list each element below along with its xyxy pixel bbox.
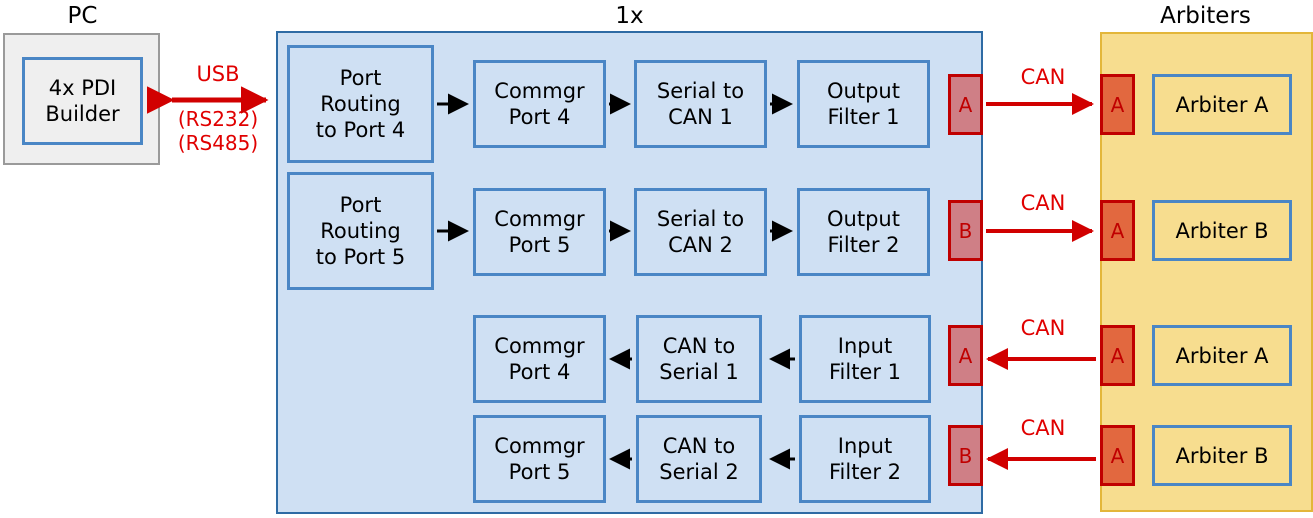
- rx-row-0-device-port-tab[interactable]: A: [948, 325, 983, 386]
- tx-row-1-serial-to-can-line1: Serial to: [656, 207, 745, 231]
- rx-row-1-can-to-serial[interactable]: CAN to Serial 2: [636, 415, 762, 503]
- pdi-builder-label-line2: Builder: [45, 102, 120, 126]
- tx-row-0-output-filter[interactable]: Output Filter 1: [797, 60, 930, 148]
- tx-row-1-output-filter-line2: Filter 2: [827, 233, 900, 257]
- section-title-pc: PC: [67, 3, 98, 29]
- tx-row-0-commgr-line1: Commgr: [494, 79, 585, 103]
- arbiter-row-2-port-tab[interactable]: A: [1100, 325, 1135, 386]
- rx-row-0-can-to-serial-line1: CAN to: [662, 334, 736, 358]
- tx-row-0-output-filter-line1: Output: [827, 79, 900, 103]
- rx-row-1-link-label: CAN: [1020, 416, 1066, 440]
- arbiter-row-0-port-label: A: [1110, 92, 1125, 117]
- tx-row-1-port-routing-line3: to Port 5: [315, 245, 406, 269]
- rx-row-0-commgr-line1: Commgr: [494, 334, 585, 358]
- tx-row-0-commgr-line2: Port 4: [508, 105, 571, 129]
- rx-row-1-commgr-line2: Port 5: [508, 460, 571, 484]
- arbiter-row-1-port-tab[interactable]: A: [1100, 200, 1135, 261]
- rx-row-1-can-to-serial-line2: Serial 2: [659, 460, 739, 484]
- arbiter-row-1-label: Arbiter B: [1175, 218, 1269, 243]
- tx-row-1-serial-to-can-line2: CAN 2: [668, 233, 733, 257]
- arbiter-row-0-label: Arbiter A: [1175, 92, 1269, 117]
- tx-row-0-port-routing-line3: to Port 4: [315, 118, 406, 142]
- rx-row-1-device-port-tab[interactable]: B: [948, 425, 983, 486]
- arbiter-row-0-port-tab[interactable]: A: [1100, 74, 1135, 135]
- tx-row-0-output-filter-line2: Filter 1: [827, 105, 900, 129]
- rx-row-1-input-filter-line1: Input: [837, 434, 893, 458]
- tx-row-0-port-routing-line2: Routing: [320, 92, 401, 116]
- rx-row-0-commgr-line2: Port 4: [508, 360, 571, 384]
- pdi-builder-box[interactable]: 4x PDI Builder: [22, 57, 143, 145]
- tx-row-1-port-routing[interactable]: Port Routing to Port 5: [287, 172, 434, 290]
- rx-row-0-commgr[interactable]: Commgr Port 4: [473, 315, 606, 403]
- tx-row-0-serial-to-can[interactable]: Serial to CAN 1: [634, 60, 767, 148]
- rx-row-0-input-filter-line1: Input: [837, 334, 893, 358]
- arbiter-row-2-label: Arbiter A: [1175, 343, 1269, 368]
- rx-row-1-input-filter[interactable]: Input Filter 2: [799, 415, 931, 503]
- tx-row-0-serial-to-can-line2: CAN 1: [668, 105, 733, 129]
- tx-row-1-port-routing-line2: Routing: [320, 219, 401, 243]
- tx-row-0-port-routing-line1: Port: [339, 66, 382, 90]
- rx-row-1-input-filter-line2: Filter 2: [828, 460, 902, 484]
- usb-link-label: USB: [196, 62, 240, 86]
- tx-row-0-port-routing[interactable]: Port Routing to Port 4: [287, 45, 434, 163]
- rx-row-0-input-filter[interactable]: Input Filter 1: [799, 315, 931, 403]
- tx-row-1-port-routing-line1: Port: [339, 193, 382, 217]
- rx-row-0-can-to-serial[interactable]: CAN to Serial 1: [636, 315, 762, 403]
- arbiter-row-1-box[interactable]: Arbiter B: [1152, 200, 1292, 261]
- rx-row-0-can-to-serial-line2: Serial 1: [659, 360, 739, 384]
- rx-row-1-can-to-serial-line1: CAN to: [662, 434, 736, 458]
- pc-panel: 4x PDI Builder: [3, 33, 160, 165]
- tx-row-1-output-filter[interactable]: Output Filter 2: [797, 188, 930, 276]
- arbiter-row-2-port-label: A: [1110, 343, 1125, 368]
- arbiter-row-3-port-label: A: [1110, 443, 1125, 468]
- arbiter-row-2-box[interactable]: Arbiter A: [1152, 325, 1292, 386]
- tx-row-1-device-port-tab[interactable]: B: [948, 200, 983, 261]
- tx-row-0-link-label: CAN: [1020, 65, 1066, 89]
- usb-link-sub-rs485: (RS485): [177, 131, 259, 155]
- tx-row-0-device-port-label: A: [958, 92, 973, 117]
- section-title-device: 1x: [615, 3, 644, 29]
- tx-row-1-output-filter-line1: Output: [827, 207, 900, 231]
- tx-row-1-commgr-line1: Commgr: [494, 207, 585, 231]
- rx-row-1-device-port-label: B: [958, 443, 973, 468]
- rx-row-0-input-filter-line2: Filter 1: [828, 360, 902, 384]
- tx-row-1-commgr[interactable]: Commgr Port 5: [473, 188, 606, 276]
- arbiter-row-3-port-tab[interactable]: A: [1100, 425, 1135, 486]
- tx-row-1-device-port-label: B: [958, 218, 973, 243]
- arbiter-row-1-port-label: A: [1110, 218, 1125, 243]
- tx-row-1-serial-to-can[interactable]: Serial to CAN 2: [634, 188, 767, 276]
- pdi-builder-label-line1: 4x PDI: [48, 76, 117, 100]
- tx-row-0-commgr[interactable]: Commgr Port 4: [473, 60, 606, 148]
- rx-row-1-commgr-line1: Commgr: [494, 434, 585, 458]
- tx-row-1-commgr-line2: Port 5: [508, 233, 571, 257]
- tx-row-0-device-port-tab[interactable]: A: [948, 74, 983, 135]
- rx-row-0-device-port-label: A: [958, 343, 973, 368]
- rx-row-1-commgr[interactable]: Commgr Port 5: [473, 415, 606, 503]
- tx-row-0-serial-to-can-line1: Serial to: [656, 79, 745, 103]
- tx-row-1-link-label: CAN: [1020, 191, 1066, 215]
- usb-link-sub-rs232: (RS232): [177, 107, 259, 131]
- arbiter-row-3-label: Arbiter B: [1175, 443, 1269, 468]
- rx-row-0-link-label: CAN: [1020, 316, 1066, 340]
- arbiter-row-3-box[interactable]: Arbiter B: [1152, 425, 1292, 486]
- section-title-arbiters: Arbiters: [1160, 3, 1251, 29]
- arbiter-row-0-box[interactable]: Arbiter A: [1152, 74, 1292, 135]
